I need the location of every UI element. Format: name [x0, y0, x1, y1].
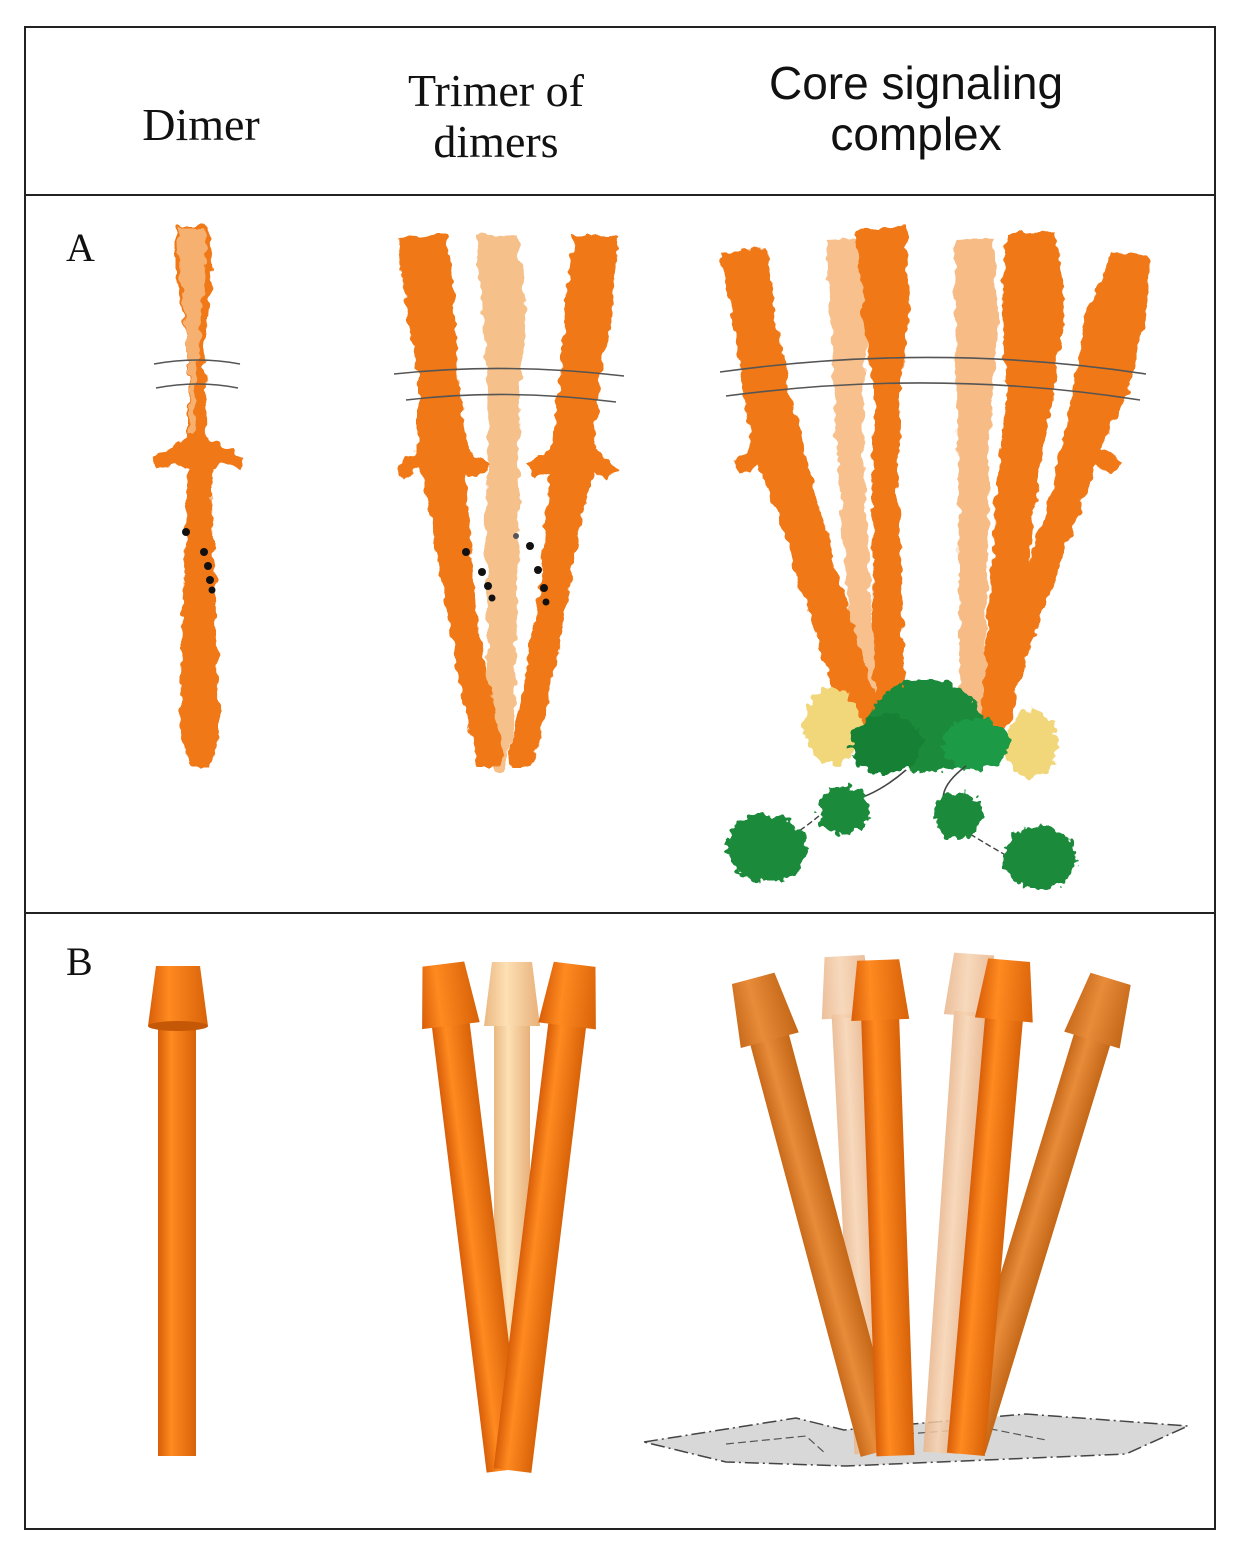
- column-label-core-complex: Core signaling complex: [716, 58, 1116, 159]
- column-label-trimer-line1: Trimer of: [408, 65, 584, 116]
- chea-core-domain: [850, 680, 1010, 774]
- trimer-marker-dots: [462, 533, 550, 606]
- core-cylinder-outer-left: [731, 972, 900, 1457]
- dimer-membrane-inner: [155, 383, 239, 389]
- core-membrane-inner: [725, 382, 1141, 401]
- dimer-cylinder: [148, 966, 208, 1456]
- core-baseplate: [643, 1413, 1189, 1467]
- panel-a-label: A: [66, 225, 95, 270]
- trimer-cylinder-left: [422, 961, 525, 1473]
- core-complex-surface: [720, 226, 1150, 742]
- panel-b-label: B: [66, 939, 93, 984]
- trimer-membrane-inner: [405, 393, 617, 403]
- column-label-core-line2: complex: [830, 107, 1002, 160]
- core-cylinder-inner-left: [851, 959, 915, 1457]
- chea-linker-dashed: [771, 809, 1027, 867]
- dimer-membrane-outer: [153, 359, 241, 365]
- dimer-surface: [152, 226, 244, 766]
- column-label-core-line1: Core signaling: [768, 57, 1064, 109]
- trimer-cylinder-right: [493, 961, 596, 1473]
- panel-b: B: [24, 912, 1216, 1530]
- column-label-trimer: Trimer of dimers: [366, 65, 626, 167]
- trimer-membrane-outer: [393, 367, 625, 377]
- core-cylinder-inner-right: [946, 958, 1033, 1456]
- chew-protein-right: [1006, 710, 1058, 778]
- dimer-marker-dots: [182, 528, 216, 594]
- panel-a-illustration: [152, 226, 1150, 890]
- trimer-surface: [398, 234, 618, 772]
- core-membrane-outer: [719, 356, 1147, 375]
- column-label-trimer-line2: dimers: [433, 115, 559, 167]
- panel-b-illustration: [148, 952, 1189, 1473]
- column-label-dimer: Dimer: [142, 99, 260, 150]
- chea-p1-domains: [726, 786, 1076, 890]
- chew-protein-left: [804, 688, 860, 764]
- header-row: Dimer Trimer of dimers Core signaling co…: [24, 26, 1216, 196]
- panel-a: A: [24, 194, 1216, 914]
